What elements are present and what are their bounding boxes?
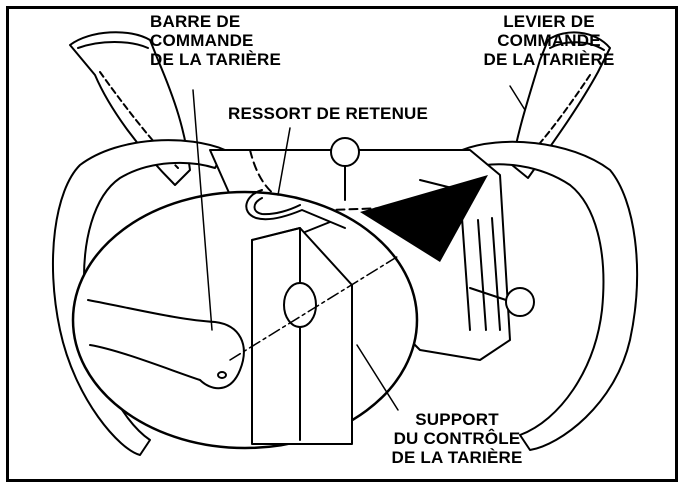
leader-bar [192,89,213,331]
leader-lever [509,85,526,111]
label-auger-control-support: SUPPORT DU CONTRÔLE DE LA TARIÈRE [391,410,523,467]
label-auger-control-lever: LEVIER DE COMMANDE DE LA TARIÈRE [483,12,615,69]
label-auger-control-bar: BARRE DE COMMANDE DE LA TARIÈRE [150,12,282,69]
auger-bar [87,299,245,390]
bracket-hole [283,282,317,328]
side-knob [505,287,535,317]
leader-support [356,344,399,411]
label-retaining-spring: RESSORT DE RETENUE [228,104,429,123]
leader-spring [277,127,291,196]
right-handle [511,31,611,179]
retaining-spring [245,189,346,229]
magnifier-pointer [360,175,488,262]
top-knob [330,137,360,167]
